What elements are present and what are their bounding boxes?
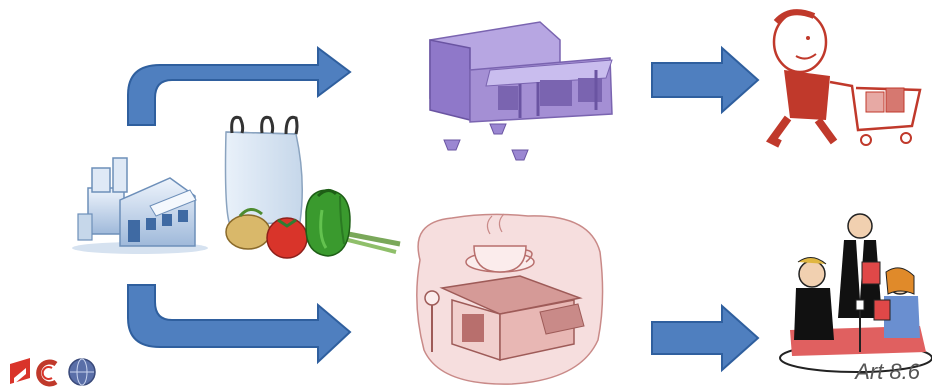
cafe-icon: [416, 213, 604, 385]
logo-c-icon: [36, 359, 58, 387]
logo-globe-icon: [68, 358, 96, 386]
shopper-with-cart-icon: [765, 9, 922, 148]
vegetables-icon: [225, 189, 401, 259]
logo-red-icon: [10, 358, 30, 384]
bulk-bag-icon: [224, 115, 303, 226]
curved-arrow-top: [127, 46, 352, 126]
arrow-to-diners: [651, 303, 760, 373]
curved-arrow-bottom: [127, 284, 352, 365]
supermarket-icon: [429, 21, 613, 161]
restaurant-diners-icon: [779, 213, 932, 373]
figure-caption: Art 8.6: [855, 359, 920, 384]
arrow-to-shopper: [651, 45, 760, 115]
factory-icon: [72, 157, 208, 254]
